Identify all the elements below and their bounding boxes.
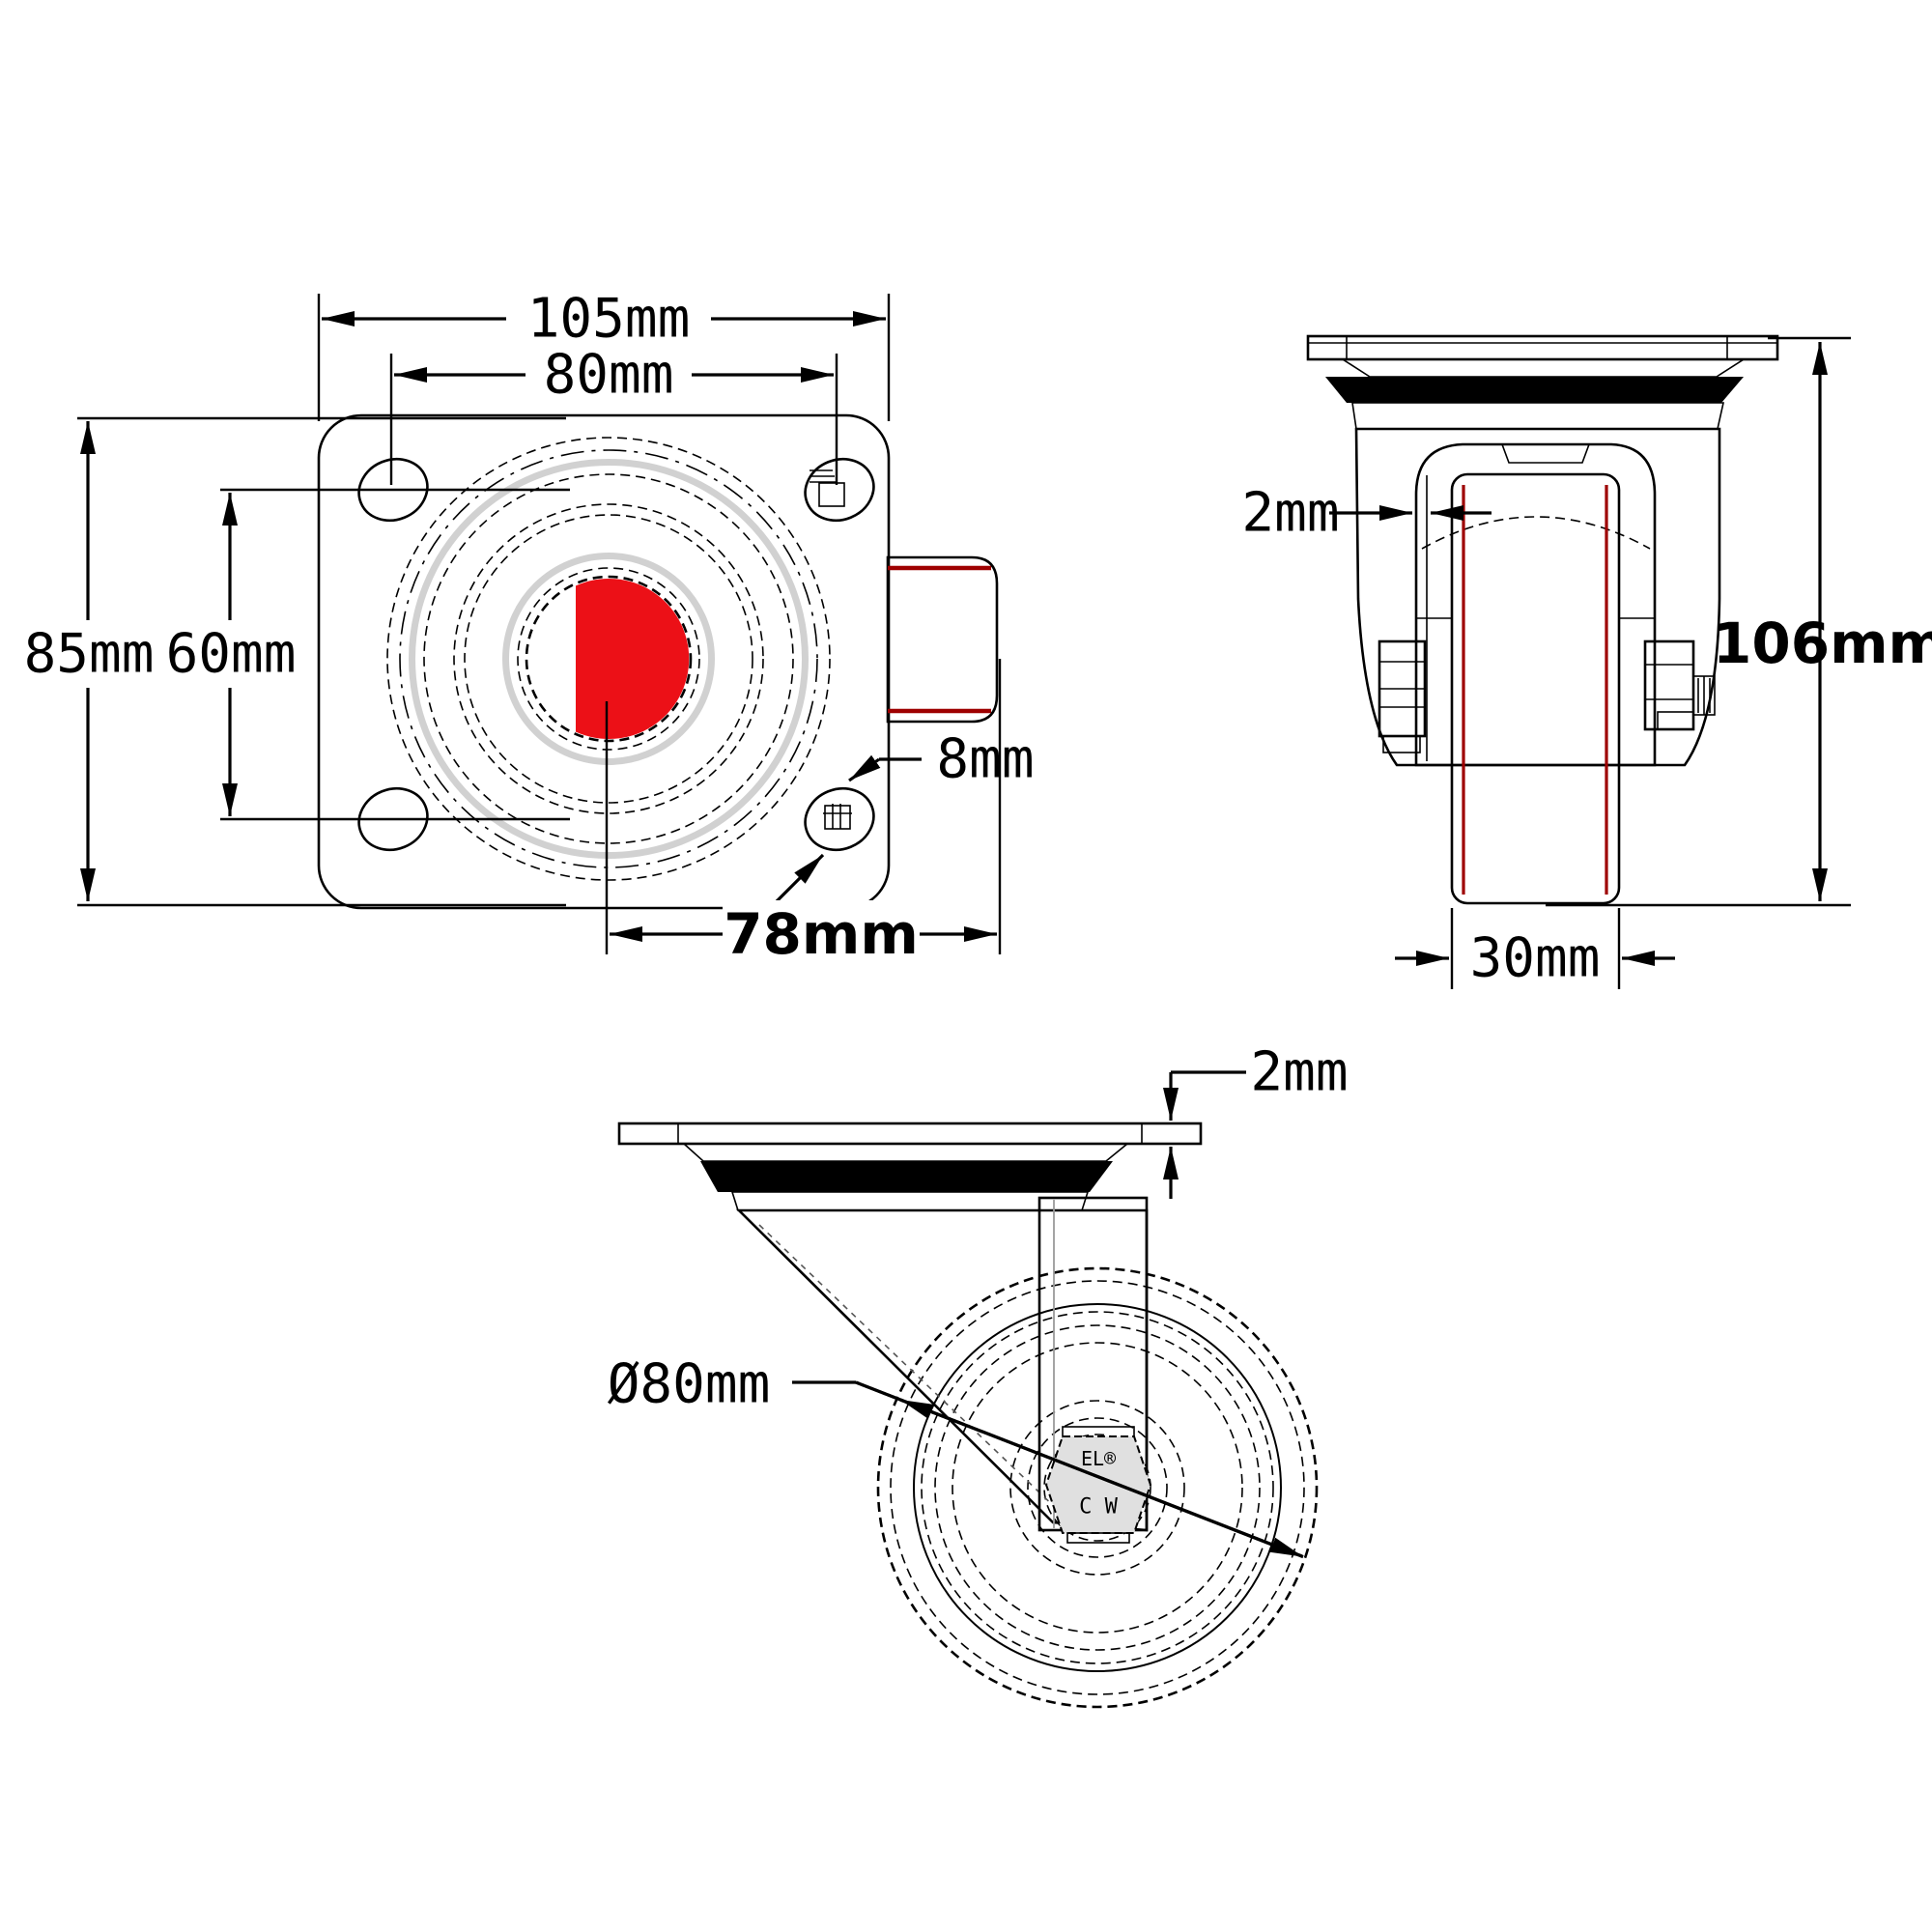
- dim-wheel-width: 30mm: [1395, 908, 1675, 990]
- dim-label-wheel-width: 30mm: [1470, 927, 1601, 990]
- wheel-tread-side: [876, 1266, 1319, 1709]
- dim-label-plate-thickness: 2mm: [1250, 1041, 1348, 1104]
- dim-label-overall-width: 105mm: [527, 288, 691, 351]
- wheel-silhouette-dashed: [1421, 516, 1651, 550]
- fork-head-side: [730, 1191, 1090, 1211]
- axle-nut-left: [1378, 639, 1427, 753]
- swivel-raceway-circles: [386, 437, 831, 881]
- dim-plate-thickness: 2mm: [1163, 1041, 1349, 1199]
- dim-label-overall-height: 106mm: [1713, 611, 1932, 676]
- mounting-plate-front: [1306, 334, 1779, 361]
- dim-label-hole-spacing-depth: 60mm: [166, 623, 297, 686]
- dim-overall-width: 105mm: [317, 288, 891, 421]
- dim-wheel-diameter: Ø80mm: [608, 1353, 1304, 1559]
- seal-ring-front: [1325, 377, 1744, 403]
- dim-hole-spacing-depth: 60mm: [162, 488, 570, 821]
- hub-nut: EL® C W: [1044, 1426, 1152, 1544]
- dim-swivel-offset: 78mm: [605, 659, 1002, 968]
- dim-fork-thickness: 2mm: [1241, 482, 1492, 545]
- swivel-boss-side: [681, 1143, 1130, 1162]
- side-view: EL® C W Ø80mm 2mm: [608, 1041, 1349, 1709]
- seal-ring-side: [700, 1161, 1113, 1192]
- bolt-section-bottom-right: [823, 804, 852, 830]
- dim-label-wheel-diameter: Ø80mm: [608, 1353, 771, 1416]
- fork-body-front: [1354, 427, 1721, 767]
- axle-thread-stub: [1692, 675, 1716, 716]
- front-view: 2mm 106mm 30mm: [1241, 334, 1932, 990]
- bolt-section-top-right: [810, 469, 845, 507]
- bolt-holes: [357, 457, 875, 852]
- kingpin-hole: [525, 575, 693, 743]
- dim-label-bolt-hole: 8mm: [936, 728, 1034, 791]
- dim-label-overall-depth: 85mm: [24, 623, 155, 686]
- dim-bolt-hole: 8mm: [771, 728, 1035, 907]
- fork-window-notch: [1500, 443, 1591, 464]
- dim-label-swivel-offset: 78mm: [724, 901, 919, 967]
- dim-label-fork-thickness: 2mm: [1241, 482, 1339, 545]
- hub-marking-line2: C W: [1079, 1495, 1118, 1520]
- dim-overall-height: 106mm: [1546, 336, 1932, 907]
- top-view: 105mm 80mm 85mm 60mm: [19, 288, 1035, 968]
- wheel-front: [1450, 472, 1621, 905]
- axle-nut-right: [1643, 639, 1716, 731]
- fork-head-front: [1351, 402, 1724, 430]
- hub-marking-line1: EL®: [1081, 1447, 1117, 1470]
- mounting-plate-side: [617, 1122, 1203, 1146]
- dim-label-hole-spacing-width: 80mm: [544, 344, 674, 407]
- dim-overall-depth: 85mm: [19, 416, 566, 907]
- fork-window: [1414, 442, 1657, 767]
- dim-hole-spacing-width: 80mm: [389, 344, 838, 485]
- wheel-stub-top-view: [886, 555, 999, 724]
- swivel-boss-front: [1340, 358, 1747, 378]
- kingpin-red-center: [576, 579, 690, 739]
